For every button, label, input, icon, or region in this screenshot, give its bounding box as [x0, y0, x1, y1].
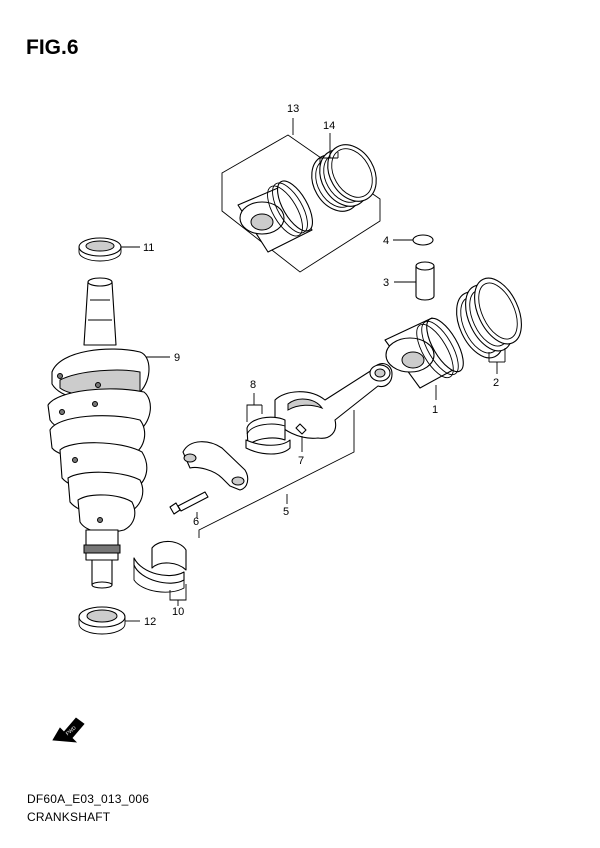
part-13-piston-set[interactable]	[221, 118, 386, 273]
callout-1: 1	[432, 404, 438, 416]
part-11-oil-seal[interactable]	[78, 237, 140, 262]
piston-rings-14[interactable]	[302, 136, 386, 220]
figure-caption: CRANKSHAFT	[27, 810, 111, 824]
callout-2: 2	[493, 377, 499, 389]
part-5-connecting-rod[interactable]	[169, 363, 393, 538]
figure-title: FIG.6	[26, 36, 79, 59]
callout-14: 14	[323, 120, 335, 132]
part-1-piston[interactable]	[384, 313, 470, 400]
rod-cap	[182, 441, 249, 491]
callout-10: 10	[172, 606, 184, 618]
part-8-conrod-bearing[interactable]	[245, 393, 291, 455]
piston-set-frame	[221, 134, 381, 273]
callout-11: 11	[143, 242, 154, 254]
part-3-piston-pin[interactable]	[394, 261, 435, 301]
callout-6: 6	[193, 516, 199, 528]
callout-13: 13	[287, 103, 299, 115]
callout-5: 5	[283, 506, 289, 518]
callout-12: 12	[144, 616, 156, 628]
part-2-piston-rings[interactable]	[447, 271, 531, 374]
part-4-circlip[interactable]	[393, 234, 434, 246]
fwd-arrow-icon: FWD	[52, 717, 85, 743]
figure-code: DF60A_E03_013_006	[27, 792, 150, 806]
part-12-oil-seal[interactable]	[78, 606, 140, 635]
part-9-crankshaft[interactable]	[47, 277, 170, 589]
callout-7: 7	[298, 455, 304, 467]
part-7-cap-bolt[interactable]	[295, 423, 307, 452]
callout-3: 3	[383, 277, 389, 289]
callout-9: 9	[174, 352, 180, 364]
callout-4: 4	[383, 235, 389, 247]
part-6-rod-bolt[interactable]	[169, 491, 209, 518]
piston-13	[237, 180, 313, 253]
part-10-main-bearing[interactable]	[133, 540, 187, 606]
callout-8: 8	[250, 379, 256, 391]
